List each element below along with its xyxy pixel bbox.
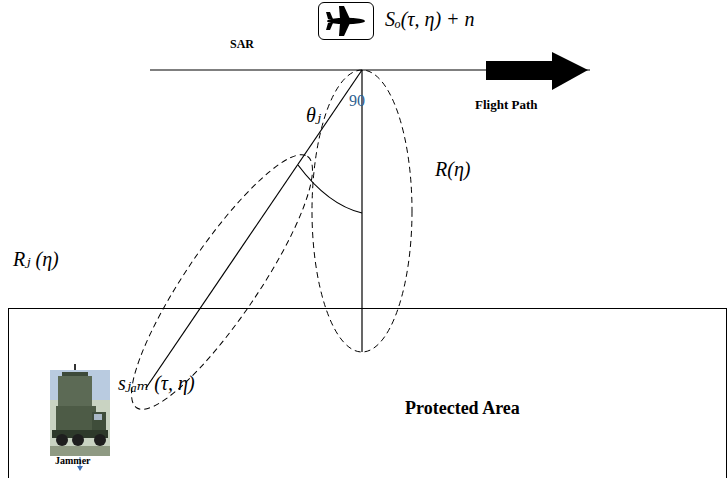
range-label: R(η) [435, 158, 470, 181]
jammer-label: Jammer [55, 455, 91, 467]
jammer-line [146, 70, 362, 388]
sar-label: SAR [230, 38, 254, 52]
sar-box: SAR [318, 2, 374, 40]
pointer-head [77, 466, 83, 471]
jammer-signal-label: sⱼₐₘ (τ, η) [118, 372, 195, 395]
angle-arc [298, 165, 362, 213]
flight-path-label: Flight Path [475, 98, 537, 113]
nadir-line [361, 70, 362, 352]
airplane-icon [326, 6, 365, 36]
signal-label: Sₒ(τ, η) + n [385, 8, 475, 31]
angle-label: θⱼ [306, 104, 321, 127]
jammer-range-label: Rⱼ (η) [13, 248, 59, 271]
jammer-picture [50, 364, 110, 456]
main-beam [312, 70, 412, 352]
angle-value: 90 [349, 92, 365, 110]
protected-area: Protected Area [8, 308, 727, 478]
flight-arrow [486, 52, 588, 90]
jammer-beam [107, 136, 337, 428]
area-label: Protected Area [405, 398, 520, 419]
